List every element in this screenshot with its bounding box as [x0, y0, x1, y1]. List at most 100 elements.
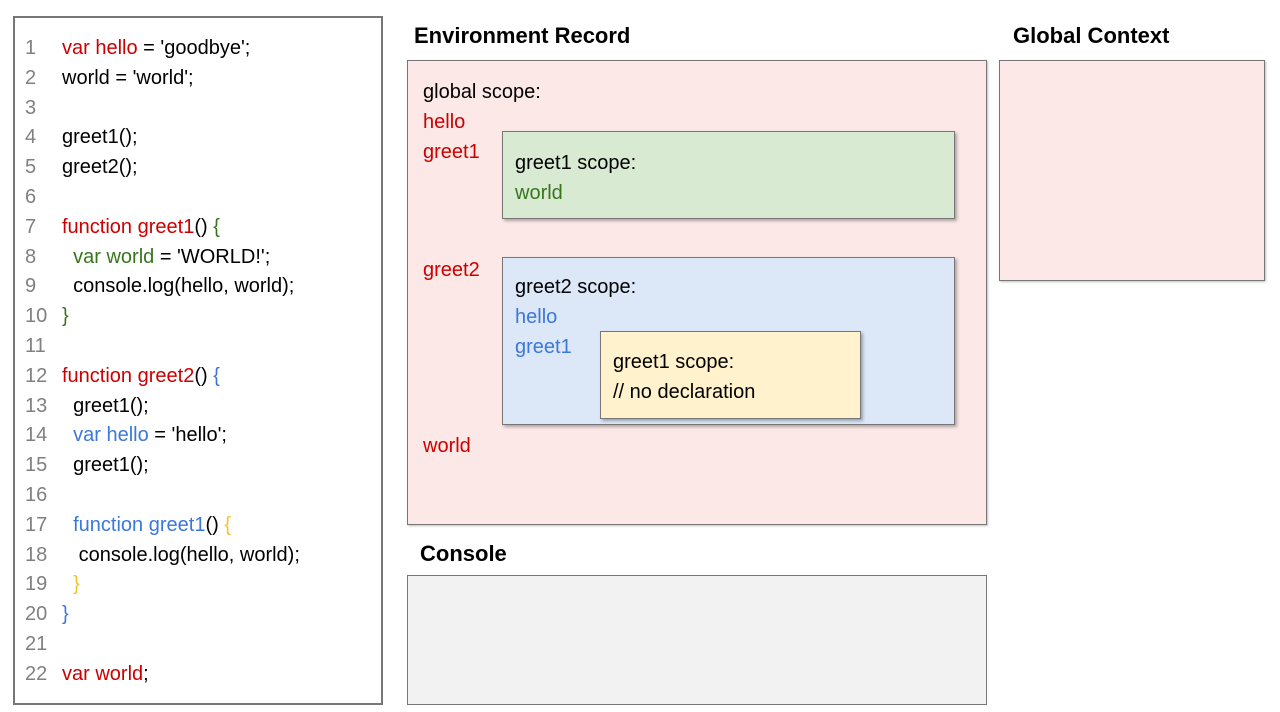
code-segment: { [213, 215, 220, 238]
code-segment: { [213, 364, 220, 387]
code-segment: function greet1 [62, 215, 195, 238]
code-text: function greet2() { [62, 362, 220, 392]
code-segment: var world [62, 662, 144, 685]
greet1-binding-world: world [515, 182, 563, 204]
code-segment: { [224, 513, 232, 536]
code-segment [62, 246, 73, 268]
code-line: 5 greet2(); [25, 153, 381, 183]
code-segment: ; [143, 662, 149, 685]
line-number: 15 [25, 454, 48, 477]
code-line: 16 [25, 481, 381, 511]
line-number: 17 [25, 513, 48, 536]
code-segment: () [194, 215, 214, 238]
line-number: 1 [25, 37, 37, 59]
line-number: 20 [25, 603, 48, 626]
global-context-title: Global Context [1013, 23, 1170, 48]
code-text: var world; [62, 660, 149, 690]
code-text: } [62, 570, 80, 600]
line-number: 3 [25, 96, 37, 119]
console-title: Console [420, 541, 507, 566]
code-text: var hello = 'hello'; [62, 421, 227, 451]
code-text: var world = 'WORLD!'; [62, 243, 270, 273]
code-line: 9 console.log(hello, world); [25, 272, 381, 302]
line-number: 9 [25, 275, 37, 298]
code-line: 12 function greet2() { [25, 362, 381, 392]
code-segment: () [205, 513, 225, 536]
line-number: 13 [25, 394, 48, 417]
code-line: 17 function greet1() { [25, 511, 381, 541]
code-text: greet1(); [62, 392, 149, 422]
greet2-binding-hello: hello [515, 306, 558, 328]
line-number: 18 [25, 543, 48, 566]
inner-greet1-scope-heading: greet1 scope: [613, 351, 735, 373]
line-number: 22 [25, 662, 48, 685]
code-segment: () [194, 364, 214, 387]
global-binding-hello: hello [423, 111, 466, 133]
code-segment: world = 'world'; [62, 66, 194, 89]
code-segment: } [62, 603, 69, 626]
code-text: function greet1() { [62, 213, 220, 243]
code-segment: function greet1 [73, 513, 206, 536]
line-number: 21 [25, 632, 48, 655]
line-number: 4 [25, 126, 37, 149]
global-binding-greet2: greet2 [423, 259, 480, 281]
code-segment: greet2(); [62, 156, 138, 179]
code-line: 10} [25, 302, 381, 332]
code-line: 11 [25, 332, 381, 362]
code-line: 1 var hello = 'goodbye'; [25, 34, 381, 64]
line-number: 10 [25, 305, 48, 328]
code-segment: = 'WORLD!'; [154, 245, 271, 268]
code-text: } [62, 600, 69, 630]
code-segment: function greet2 [62, 364, 195, 387]
line-number: 6 [25, 185, 37, 208]
code-segment: greet1(); [62, 126, 138, 149]
greet1-scope-heading: greet1 scope: [515, 152, 637, 174]
code-text: greet2(); [62, 153, 138, 183]
global-binding-world: world [423, 435, 471, 457]
line-number: 14 [25, 424, 48, 447]
environment-record-box: global scope: hello greet1 greet2 world … [407, 60, 987, 525]
code-line: 19 } [25, 570, 381, 600]
global-context-box [999, 60, 1265, 281]
code-segment: } [73, 573, 80, 596]
greet1-scope-box: greet1 scope: world [502, 131, 955, 219]
line-number: 5 [25, 156, 37, 179]
code-segment: = 'hello'; [148, 424, 227, 447]
code-line: 21 [25, 630, 381, 660]
code-segment: console.log(hello, world); [62, 543, 300, 566]
code-segment [62, 573, 73, 595]
code-text: var hello = 'goodbye'; [62, 34, 250, 64]
code-segment: var hello [62, 37, 138, 59]
code-line: 13 greet1(); [25, 392, 381, 422]
code-line: 22 var world; [25, 660, 381, 690]
code-text: function greet1() { [62, 511, 231, 541]
code-segment: greet1(); [62, 454, 149, 477]
code-segment: console.log(hello, world); [62, 275, 295, 298]
code-line: 8 var world = 'WORLD!'; [25, 243, 381, 273]
greet2-scope-box: greet2 scope: hello greet1 greet1 scope:… [502, 257, 955, 425]
inner-greet1-scope-box: greet1 scope: // no declaration [600, 331, 861, 419]
code-line: 6 [25, 183, 381, 213]
code-text: } [62, 302, 69, 332]
greet2-scope-heading: greet2 scope: [515, 276, 637, 298]
console-output-box [407, 575, 987, 705]
line-number: 11 [25, 334, 46, 357]
code-line: 18 console.log(hello, world); [25, 541, 381, 571]
code-text: console.log(hello, world); [62, 272, 294, 302]
line-number: 12 [25, 364, 48, 387]
code-text: greet1(); [62, 123, 138, 153]
code-line: 4 greet1(); [25, 123, 381, 153]
code-line: 7 function greet1() { [25, 213, 381, 243]
code-text: console.log(hello, world); [62, 541, 300, 571]
code-segment [62, 424, 73, 446]
code-text: greet1(); [62, 451, 149, 481]
code-segment: greet1(); [62, 394, 149, 417]
code-line: 20} [25, 600, 381, 630]
code-segment: = 'goodbye'; [137, 37, 251, 59]
code-text: world = 'world'; [62, 64, 194, 94]
line-number: 7 [25, 215, 37, 238]
